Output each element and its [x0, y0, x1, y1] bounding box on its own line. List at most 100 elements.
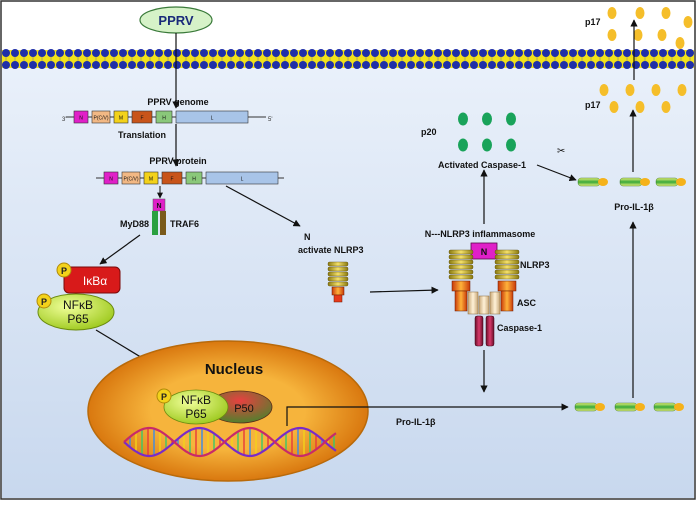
lipid-head	[74, 49, 82, 57]
p17-fragment	[677, 84, 687, 96]
pro-il-head	[635, 403, 645, 411]
p20-fragment	[506, 112, 516, 126]
lipid-head	[533, 61, 541, 69]
protein-segment-label: L	[241, 177, 244, 183]
lipid-head	[299, 49, 307, 57]
p17-inside-fragments	[599, 84, 687, 113]
lipid-head	[632, 61, 640, 69]
lipid-head	[218, 61, 226, 69]
lipid-head	[173, 61, 181, 69]
p20-label: p20	[421, 127, 437, 137]
lipid-head	[83, 49, 91, 57]
genome-segment-label: L	[211, 116, 214, 122]
nlrp3-assembly-arrow	[369, 286, 439, 294]
lipid-head	[2, 49, 10, 57]
lrr-domain	[448, 259, 474, 265]
nfkb-phospho-label: P	[41, 297, 47, 307]
lipid-head	[578, 49, 586, 57]
genome-segment	[113, 110, 129, 124]
lipid-head	[335, 49, 343, 57]
p17-fragment	[599, 84, 609, 96]
lrr-domain	[327, 276, 349, 282]
p17-fragment	[607, 7, 617, 19]
lipid-head	[416, 61, 424, 69]
lipid-head	[254, 49, 262, 57]
genome-segment-label: F	[140, 116, 143, 122]
lipid-head	[227, 61, 235, 69]
ikba-label: IκBα	[83, 274, 107, 288]
p17-fragment	[651, 84, 661, 96]
lipid-head	[290, 61, 298, 69]
n-protein-box	[152, 198, 166, 212]
lipid-head	[497, 61, 505, 69]
lipid-head	[182, 61, 190, 69]
lipid-head	[614, 49, 622, 57]
lipid-head	[335, 61, 343, 69]
pro-il-head	[674, 403, 684, 411]
ikba-protein	[63, 266, 121, 294]
transcription-arrow	[286, 403, 569, 426]
pro-il-body	[574, 402, 598, 412]
lipid-head	[290, 49, 298, 57]
lipid-head	[659, 49, 667, 57]
p17-fragment	[625, 84, 635, 96]
lipid-head	[461, 49, 469, 57]
pprv-label: PPRV	[158, 13, 193, 28]
genome-segment	[73, 110, 89, 124]
lrr-domain	[494, 249, 520, 255]
lipid-head	[362, 61, 370, 69]
lipid-head	[578, 61, 586, 69]
activated-caspase-label: Activated Caspase-1	[438, 160, 526, 170]
lrr-domain	[448, 264, 474, 270]
lipid-head	[452, 49, 460, 57]
lipid-head	[326, 61, 334, 69]
lipid-head	[164, 61, 172, 69]
protein-segment-label: F	[170, 177, 173, 183]
lipid-head	[119, 49, 127, 57]
lipid-head	[524, 49, 532, 57]
lipid-head	[344, 61, 352, 69]
lipid-head	[263, 61, 271, 69]
lipid-head	[254, 61, 262, 69]
lrr-domain	[448, 254, 474, 260]
asc-adaptor	[478, 295, 490, 315]
inflammasome-title: N---NLRP3 inflammasome	[425, 229, 536, 239]
lipid-head	[452, 61, 460, 69]
p17-outside-fragments	[607, 7, 693, 49]
p50-label: P50	[234, 403, 254, 415]
p17-inside-label: p17	[585, 100, 601, 110]
lipid-head	[488, 61, 496, 69]
lipid-head	[92, 49, 100, 57]
p17-fragment	[633, 29, 643, 41]
lipid-head	[470, 49, 478, 57]
lipid-head	[677, 49, 685, 57]
translation-label: Translation	[118, 130, 166, 140]
lrr-domain	[494, 259, 520, 265]
lipid-head	[470, 61, 478, 69]
lipid-head	[11, 61, 19, 69]
lipid-head	[659, 61, 667, 69]
lipid-head	[182, 49, 190, 57]
pro-il-bottom-label: Pro-IL-1β	[396, 417, 436, 427]
lipid-head	[272, 49, 280, 57]
asc-adaptor	[489, 291, 501, 315]
lipid-head	[506, 49, 514, 57]
nuclear-phospho-icon	[156, 388, 172, 404]
asc-label: ASC	[517, 298, 537, 308]
lipid-head	[380, 61, 388, 69]
lipid-head	[515, 49, 523, 57]
genome-segment	[175, 110, 249, 124]
p17-fragment	[675, 37, 685, 49]
lipid-head	[101, 61, 109, 69]
lipid-head	[596, 49, 604, 57]
lipid-head	[434, 49, 442, 57]
lipid-head	[371, 49, 379, 57]
lipid-head	[164, 49, 172, 57]
cell-membrane	[2, 49, 694, 69]
pro-il-head	[676, 178, 686, 186]
caspase-subunit	[485, 315, 495, 347]
activate-n-label: N	[304, 232, 311, 242]
lrr-domain	[327, 271, 349, 277]
